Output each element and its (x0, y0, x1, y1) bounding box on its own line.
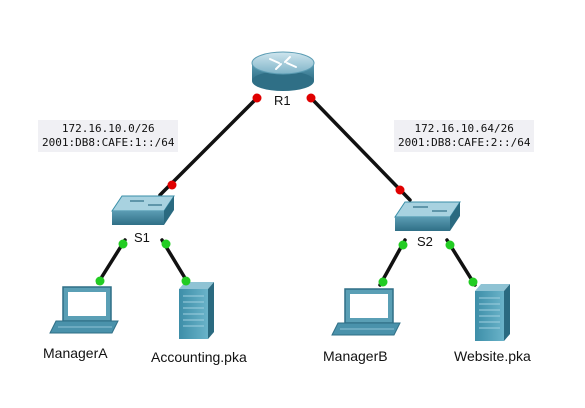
port-up-dot (118, 239, 128, 249)
switch-icon[interactable] (394, 201, 461, 231)
port-up-dot (181, 276, 191, 286)
network-label-right: 172.16.10.64/26 2001:DB8:CAFE:2::/64 (394, 120, 535, 152)
port-up-dot (445, 240, 455, 250)
managera-label: ManagerA (43, 345, 108, 361)
network-right-ipv4: 172.16.10.64/26 (414, 122, 514, 135)
port-up-dot (378, 277, 388, 287)
server-icon[interactable] (179, 282, 214, 339)
laptop-icon[interactable] (331, 288, 401, 336)
network-label-left: 172.16.10.0/26 2001:DB8:CAFE:1::/64 (38, 120, 179, 152)
accounting-label: Accounting.pka (151, 349, 247, 365)
router-label: R1 (274, 93, 291, 108)
network-right-ipv6: 2001:DB8:CAFE:2::/64 (398, 136, 531, 149)
link-r1-s1[interactable] (158, 96, 259, 197)
port-up-dot (95, 276, 105, 286)
switch1-label: S1 (134, 230, 150, 245)
link-r1-s2[interactable] (309, 96, 412, 202)
switch2-label: S2 (417, 234, 433, 249)
port-up-dot (468, 277, 478, 287)
network-left-ipv4: 172.16.10.0/26 (61, 122, 155, 135)
port-down-dot (167, 180, 177, 190)
port-up-dot (161, 239, 171, 249)
network-left-ipv6: 2001:DB8:CAFE:1::/64 (42, 136, 175, 149)
switch-icon[interactable] (111, 195, 175, 225)
port-down-dot (395, 185, 405, 195)
laptop-icon[interactable] (49, 286, 119, 334)
port-status-indicators (95, 93, 478, 287)
port-down-dot (306, 93, 316, 103)
website-label: Website.pka (454, 348, 531, 364)
server-icon[interactable] (475, 284, 510, 341)
port-down-dot (252, 93, 262, 103)
router-icon[interactable] (251, 51, 315, 91)
port-up-dot (398, 240, 408, 250)
managerb-label: ManagerB (323, 348, 388, 364)
